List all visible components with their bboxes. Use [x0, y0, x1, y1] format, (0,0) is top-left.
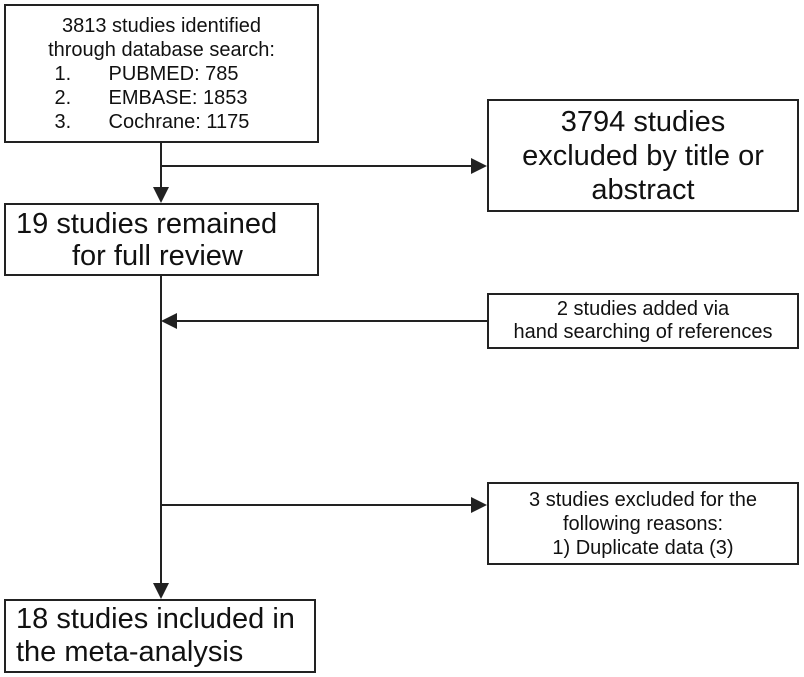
- search-results-box: 3813 studies identified through database…: [4, 4, 319, 143]
- database-source-label: Cochrane: 1175: [108, 110, 250, 133]
- included-line-2: the meta-analysis: [16, 636, 244, 668]
- database-source-row: 3. Cochrane: 1175: [55, 110, 269, 134]
- added-line-2: hand searching of references: [513, 321, 773, 343]
- excluded-reasons-line-3: 1) Duplicate data (3): [552, 536, 734, 559]
- database-source-number: 3.: [54, 110, 72, 133]
- full-review-box: 19 studies remained for full review: [4, 203, 319, 276]
- excluded-reasons-line-1: 3 studies excluded for the: [529, 488, 757, 511]
- database-source-number: 2.: [54, 86, 72, 109]
- excluded-by-title-box: 3794 studies excluded by title or abstra…: [487, 99, 799, 212]
- excluded-reasons-line-2: following reasons:: [562, 512, 724, 535]
- included-line-1: 18 studies included in: [16, 603, 295, 635]
- remained-line-2: for full review: [72, 239, 243, 272]
- remained-line-1: 19 studies remained: [16, 207, 278, 240]
- database-source-label: PUBMED: 785: [108, 62, 239, 85]
- database-source-label: EMBASE: 1853: [108, 86, 248, 109]
- search-line-1: 3813 studies identified: [61, 14, 262, 37]
- excluded-title-line-2: excluded by title or: [522, 139, 764, 172]
- excluded-title-line-3: abstract: [591, 173, 695, 206]
- database-source-row: 2. EMBASE: 1853: [55, 86, 269, 110]
- database-source-number: 1.: [54, 62, 72, 85]
- hand-search-added-box: 2 studies added via hand searching of re…: [487, 293, 799, 349]
- excluded-reasons-box: 3 studies excluded for the following rea…: [487, 482, 799, 565]
- excluded-title-line-1: 3794 studies: [560, 105, 726, 138]
- added-line-1: 2 studies added via: [556, 298, 730, 320]
- meta-analysis-included-box: 18 studies included in the meta-analysis: [4, 599, 316, 673]
- database-source-row: 1. PUBMED: 785: [55, 62, 269, 86]
- search-line-2: through database search:: [48, 38, 275, 61]
